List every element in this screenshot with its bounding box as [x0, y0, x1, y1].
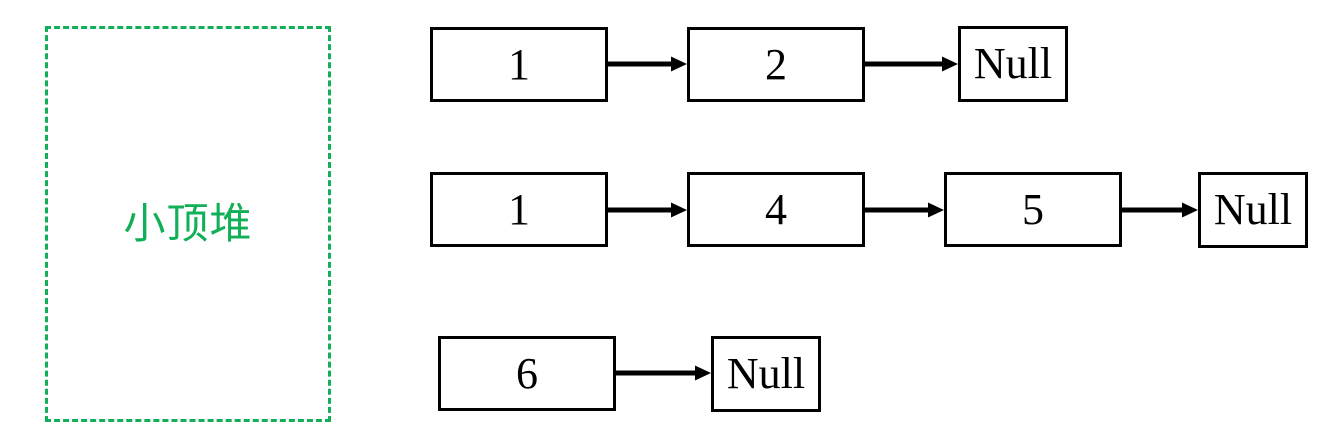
node-value-label: 4	[765, 184, 787, 234]
next-pointer-arrow	[864, 54, 958, 74]
list-node-box: 6	[438, 336, 616, 411]
min-heap-label: 小顶堆	[123, 199, 253, 248]
null-label: Null	[726, 349, 806, 398]
list-node-box: 5	[944, 172, 1122, 247]
node-value-label: 6	[516, 348, 538, 398]
list-node-box: 2	[687, 27, 865, 102]
node-value-label: 1	[508, 39, 530, 89]
min-heap-panel: 小顶堆	[45, 26, 331, 422]
node-value-label: 5	[1022, 184, 1044, 234]
list-node-box: 1	[430, 172, 608, 247]
next-pointer-arrow	[616, 363, 711, 383]
node-value-label: 2	[765, 39, 787, 89]
null-label: Null	[1213, 185, 1293, 234]
next-pointer-arrow	[864, 200, 944, 220]
next-pointer-arrow	[1121, 200, 1198, 220]
null-label: Null	[973, 39, 1053, 88]
list-node-box: 4	[687, 172, 865, 247]
null-node-box: Null	[711, 336, 821, 412]
node-value-label: 1	[508, 184, 530, 234]
next-pointer-arrow	[608, 200, 687, 220]
null-node-box: Null	[958, 26, 1068, 102]
next-pointer-arrow	[608, 54, 687, 74]
list-node-box: 1	[430, 27, 608, 102]
null-node-box: Null	[1198, 172, 1308, 248]
